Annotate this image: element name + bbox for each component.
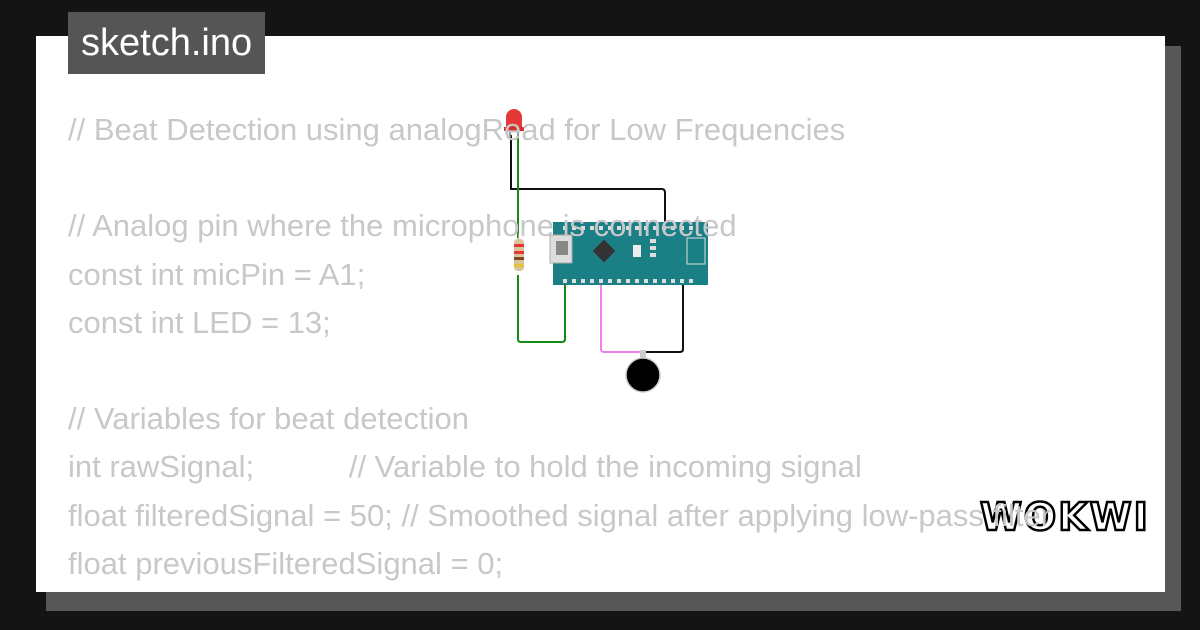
header-pin[interactable]: [644, 279, 648, 283]
file-tab[interactable]: sketch.ino: [68, 12, 266, 74]
header-pin[interactable]: [581, 226, 585, 230]
header-pin[interactable]: [617, 226, 621, 230]
header-pin[interactable]: [599, 279, 603, 283]
header-pin[interactable]: [572, 279, 576, 283]
svg-text:WOKWI: WOKWI: [980, 495, 1150, 539]
header-pin[interactable]: [689, 226, 693, 230]
resistor[interactable]: [514, 233, 524, 271]
wire-black-mic: [646, 275, 684, 353]
led[interactable]: [504, 109, 524, 137]
header-pin[interactable]: [680, 279, 684, 283]
header-pin[interactable]: [617, 279, 621, 283]
header-pin[interactable]: [599, 226, 603, 230]
wire-pink-a1: [600, 275, 640, 353]
microphone[interactable]: [625, 350, 661, 393]
header-pin[interactable]: [689, 279, 693, 283]
header-pin[interactable]: [671, 279, 675, 283]
header-pin[interactable]: [608, 226, 612, 230]
header-pin[interactable]: [680, 226, 684, 230]
header-pin[interactable]: [581, 279, 585, 283]
code-line: float previousFilteredSignal = 0;: [68, 545, 504, 581]
wires: [510, 135, 684, 353]
wire-black-led: [510, 135, 666, 227]
header-pin[interactable]: [563, 226, 567, 230]
header-pin[interactable]: [626, 279, 630, 283]
arduino-nano[interactable]: [549, 222, 708, 285]
code-line: float filteredSignal = 50; // Smoothed s…: [68, 497, 1052, 533]
header-pin[interactable]: [572, 226, 576, 230]
header-pin[interactable]: [653, 226, 657, 230]
header-pin[interactable]: [671, 226, 675, 230]
header-pin[interactable]: [635, 226, 639, 230]
code-line: float alpha = 0.10; // Smoothing factor …: [68, 588, 1063, 592]
circuit-diagram: [504, 109, 708, 393]
header-pin[interactable]: [590, 226, 594, 230]
wokwi-logo: WOKWI: [979, 494, 1150, 540]
code-line: int rawSignal; // Variable to hold the i…: [68, 449, 862, 485]
header-pin[interactable]: [644, 226, 648, 230]
header-pin[interactable]: [590, 279, 594, 283]
header-pin[interactable]: [662, 279, 666, 283]
header-pin[interactable]: [653, 279, 657, 283]
wire-green-gnd: [517, 275, 566, 343]
header-pin[interactable]: [626, 226, 630, 230]
header-pin[interactable]: [563, 279, 567, 283]
header-pin[interactable]: [608, 279, 612, 283]
header-pin[interactable]: [635, 279, 639, 283]
header-pin[interactable]: [662, 226, 666, 230]
